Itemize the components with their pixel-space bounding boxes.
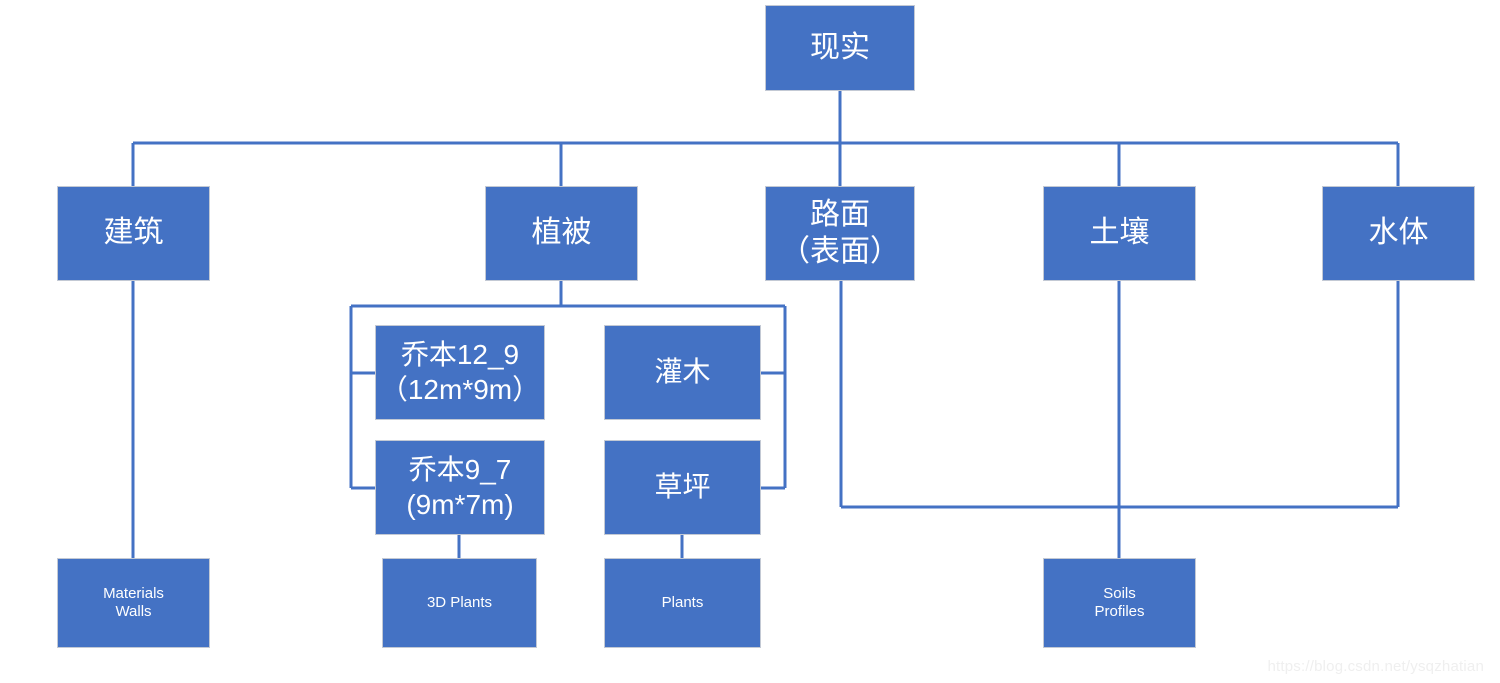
- node-soils-profiles[interactable]: Soils Profiles: [1043, 558, 1196, 648]
- node-vegetation[interactable]: 植被: [485, 186, 638, 281]
- node-tree-9-7[interactable]: 乔本9_7 (9m*7m): [375, 440, 545, 535]
- node-lawn[interactable]: 草坪: [604, 440, 761, 535]
- node-tree-12-9[interactable]: 乔本12_9 （12m*9m）: [375, 325, 545, 420]
- node-soil[interactable]: 土壤: [1043, 186, 1196, 281]
- node-water[interactable]: 水体: [1322, 186, 1475, 281]
- watermark: https://blog.csdn.net/ysqzhatian: [1267, 658, 1484, 675]
- node-shrub[interactable]: 灌木: [604, 325, 761, 420]
- node-building[interactable]: 建筑: [57, 186, 210, 281]
- node-3d-plants[interactable]: 3D Plants: [382, 558, 537, 648]
- node-pavement[interactable]: 路面 （表面）: [765, 186, 915, 281]
- node-materials-walls[interactable]: Materials Walls: [57, 558, 210, 648]
- node-plants[interactable]: Plants: [604, 558, 761, 648]
- node-root[interactable]: 现实: [765, 5, 915, 91]
